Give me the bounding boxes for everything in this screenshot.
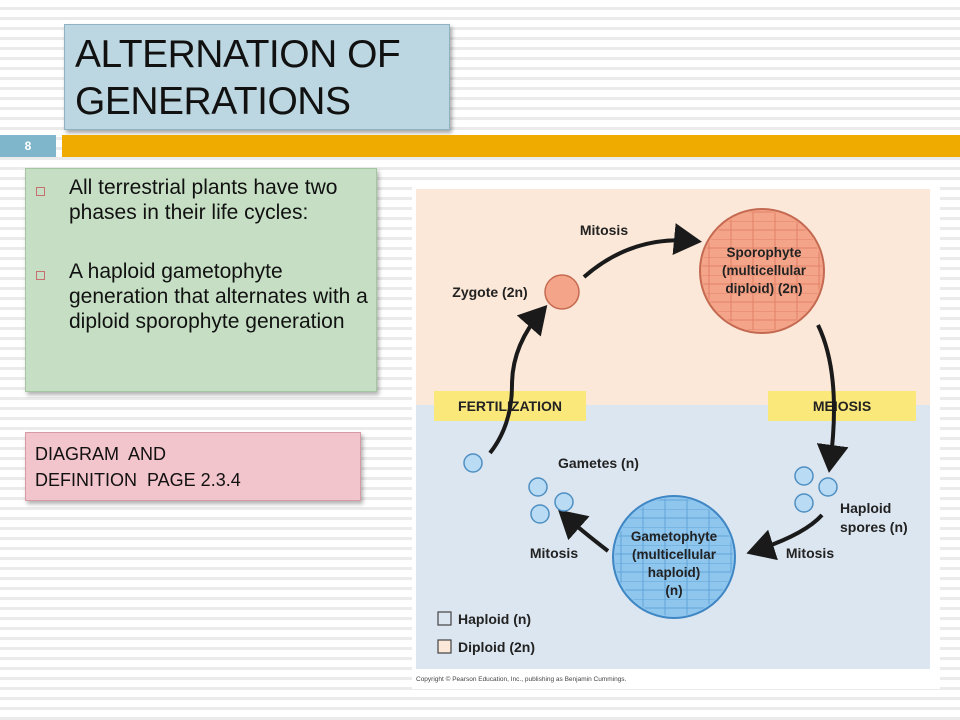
sporophyte-label-2: (multicellular <box>722 263 807 278</box>
mitosis-arrow-top <box>582 223 702 279</box>
fertilization-arrow <box>488 304 548 455</box>
gamete-cell <box>463 453 483 473</box>
gamete-cell <box>530 504 550 524</box>
gametophyte-label-3: haploid) <box>648 565 701 580</box>
bullet-text: A haploid gametophyte generation that al… <box>69 260 368 333</box>
gametophyte-texture <box>615 498 733 616</box>
bullets-box: All terrestrial plants have two phases i… <box>25 168 377 392</box>
haploid-spores-label-1: Haploid <box>840 500 891 516</box>
copyright-text: Copyright © Pearson Education, Inc., pub… <box>416 675 627 683</box>
spore-cell <box>818 477 838 497</box>
gamete-cell <box>554 492 574 512</box>
sporophyte-label-1: Sporophyte <box>726 245 801 260</box>
gametes-label: Gametes (n) <box>558 455 639 471</box>
gametophyte-label-4: (n) <box>665 583 682 598</box>
note-text: DIAGRAM AND DEFINITION PAGE 2.3.4 <box>35 444 241 490</box>
gamete-cell <box>528 477 548 497</box>
bullet-text: All terrestrial plants have two phases i… <box>69 176 338 224</box>
title-box: ALTERNATION OF GENERATIONS <box>64 24 450 130</box>
zygote-cell <box>544 274 580 310</box>
legend-haploid-swatch <box>437 611 452 626</box>
life-cycle-diagram: FERTILIZATION MEIOSIS Mitosis Zygote (2n… <box>412 185 940 689</box>
square-bullet-icon <box>36 187 45 196</box>
meiosis-band <box>768 391 916 421</box>
mitosis-arrow-right <box>746 513 824 561</box>
mitosis-top-label: Mitosis <box>580 222 628 238</box>
mitosis-arrow-left <box>558 509 610 553</box>
haploid-spores-label-2: spores (n) <box>840 519 908 535</box>
sporophyte-texture <box>702 211 822 331</box>
zygote-label: Zygote (2n) <box>452 284 527 300</box>
gametophyte-label-2: (multicellular <box>632 547 717 562</box>
life-cycle-svg: FERTILIZATION MEIOSIS Mitosis Zygote (2n… <box>416 189 930 683</box>
spore-cell <box>794 466 814 486</box>
gametophyte-label-1: Gametophyte <box>631 529 718 544</box>
note-box: DIAGRAM AND DEFINITION PAGE 2.3.4 <box>25 432 361 501</box>
meiosis-arrow <box>816 324 849 473</box>
slide-title: ALTERNATION OF GENERATIONS <box>75 33 401 123</box>
legend-haploid-label: Haploid (n) <box>458 611 531 627</box>
meiosis-label: MEIOSIS <box>813 398 871 414</box>
accent-bar <box>62 135 960 157</box>
sporophyte-label-3: diploid) (2n) <box>725 281 802 296</box>
square-bullet-icon <box>36 271 45 280</box>
legend-diploid-label: Diploid (2n) <box>458 639 535 655</box>
mitosis-right-label: Mitosis <box>786 545 834 561</box>
slide-number: 8 <box>0 135 56 157</box>
legend-diploid-swatch <box>437 639 452 654</box>
mitosis-left-label: Mitosis <box>530 545 578 561</box>
spore-cell <box>794 493 814 513</box>
